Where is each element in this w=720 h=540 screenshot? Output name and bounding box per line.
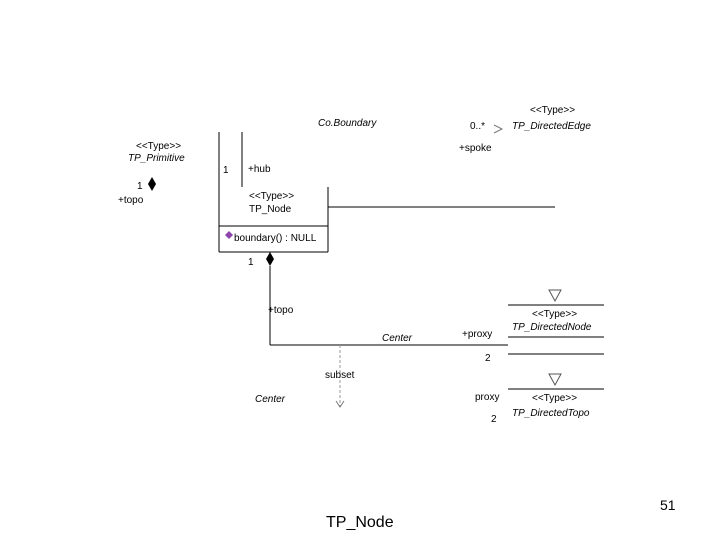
tp-directed-topo-name: TP_DirectedTopo (512, 408, 590, 419)
subset-arrow (335, 400, 345, 408)
generalization-arrow-node (548, 289, 562, 303)
tp-directed-topo-stereotype: <<Type>> (532, 393, 577, 404)
tp-directed-node-class[interactable]: <<Type>> TP_DirectedNode (508, 289, 604, 355)
proxy-multiplicity-2: 2 (491, 414, 497, 425)
subset-label: subset (325, 370, 355, 381)
tp-node-stereotype: <<Type>> (249, 191, 294, 202)
topo-role: +topo (118, 195, 144, 206)
center-association-label: Center (382, 333, 413, 344)
hub-multiplicity: 1 (223, 165, 229, 176)
page-number: 51 (660, 497, 676, 513)
proxy-role: +proxy (462, 329, 492, 340)
tp-directed-edge-stereotype: <<Type>> (530, 105, 575, 116)
center-lower-label: Center (255, 394, 286, 405)
composition-diamond-node (266, 252, 274, 266)
operation-icon (225, 231, 233, 239)
tp-node-class[interactable]: <<Type>> TP_Node boundary() : NULL (218, 187, 329, 253)
tp-directed-edge-name: TP_DirectedEdge (512, 121, 591, 132)
spoke-multiplicity: 0..* (470, 121, 485, 132)
tp-directed-edge-class[interactable]: <<Type>> TP_DirectedEdge (512, 105, 591, 132)
spoke-role: +spoke (459, 143, 492, 154)
tp-primitive-name: TP_Primitive (128, 153, 185, 164)
proxy-multiplicity: 2 (485, 353, 491, 364)
proxy-role-2: proxy (475, 392, 499, 403)
slide-caption: TP_Node (326, 514, 394, 531)
tp-directed-node-stereotype: <<Type>> (532, 309, 577, 320)
tp-primitive-class[interactable]: <<Type>> TP_Primitive (128, 141, 185, 164)
spoke-arrow (493, 124, 504, 134)
node-topo-role: +topo (268, 305, 294, 316)
tp-node-name: TP_Node (249, 204, 292, 215)
hub-role: +hub (248, 164, 271, 175)
topo-multiplicity: 1 (137, 181, 143, 192)
composition-diamond-primitive (148, 177, 156, 191)
node-topo-multiplicity: 1 (248, 257, 254, 268)
generalization-arrow-topo (548, 373, 562, 387)
tp-primitive-stereotype: <<Type>> (136, 141, 181, 152)
tp-directed-node-name: TP_DirectedNode (512, 322, 592, 333)
tp-directed-topo-class[interactable]: <<Type>> TP_DirectedTopo (508, 373, 604, 419)
co-boundary-label: Co.Boundary (318, 118, 377, 129)
tp-node-operation: boundary() : NULL (234, 233, 317, 244)
